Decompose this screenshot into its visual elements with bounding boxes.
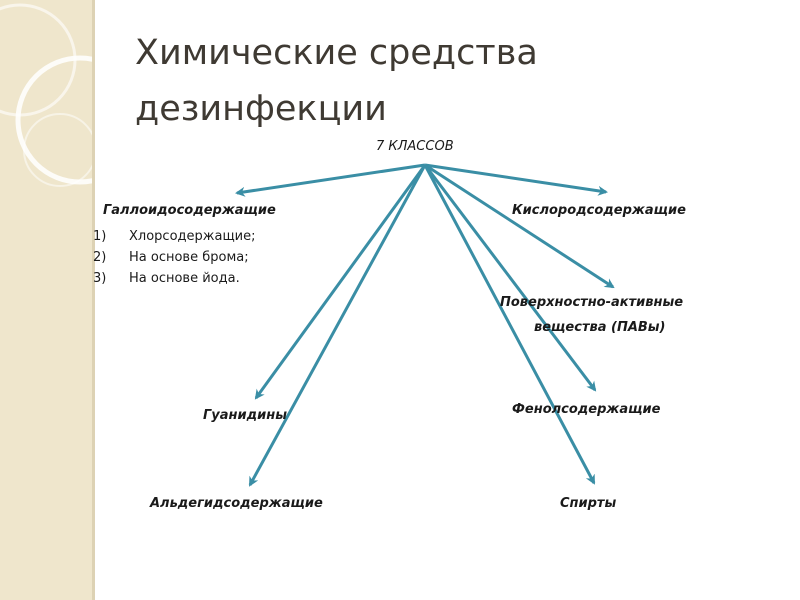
arrow-to-phenol <box>423 164 597 392</box>
node-aldehyde: Альдегидсодержащие <box>150 496 323 511</box>
list-item-number: 3) <box>93 271 107 286</box>
arrow-to-alcohol <box>423 164 596 485</box>
title-line-2: дезинфекции <box>135 89 387 129</box>
node-surfactant-line-1: Поверхностно-активные <box>500 295 684 310</box>
arrow-to-surfactant <box>424 163 615 289</box>
node-oxygen: Кислородсодержащие <box>512 203 686 218</box>
sidebar-decoration <box>0 0 92 600</box>
slide-title: Химические средства дезинфекции <box>135 25 695 137</box>
node-halogen: Галлоидосодержащие <box>103 203 276 218</box>
arrow-to-halogen <box>235 163 426 197</box>
arrow-to-oxygen <box>424 163 608 196</box>
list-item-text: На основе брома; <box>129 250 249 265</box>
arrow-to-aldehyde <box>248 164 427 487</box>
node-guanidine: Гуанидины <box>203 408 287 423</box>
node-alcohol: Спирты <box>560 496 617 511</box>
halogen-subtypes-list: 1) Хлорсодержащие; 2) На основе брома; 3) Н… <box>93 226 256 289</box>
list-item-text: На основе йода. <box>129 271 240 286</box>
node-phenol: Фенолсодержащие <box>512 402 661 417</box>
title-line-1: Химические средства <box>135 33 538 73</box>
sidebar-circles-decoration <box>0 3 92 187</box>
list-item: 2) На основе брома; <box>93 247 256 268</box>
list-item-number: 1) <box>93 229 107 244</box>
sidebar-edge <box>92 0 95 600</box>
list-item: 1) Хлорсодержащие; <box>93 226 256 247</box>
arrow-to-guanidine <box>254 164 427 400</box>
list-item-number: 2) <box>93 250 107 265</box>
list-item-text: Хлорсодержащие; <box>129 229 256 244</box>
list-item: 3) На основе йода. <box>93 268 256 289</box>
node-surfactant-line-2: вещества (ПАВы) <box>534 320 666 335</box>
root-node-label: 7 КЛАССОВ <box>376 139 454 154</box>
